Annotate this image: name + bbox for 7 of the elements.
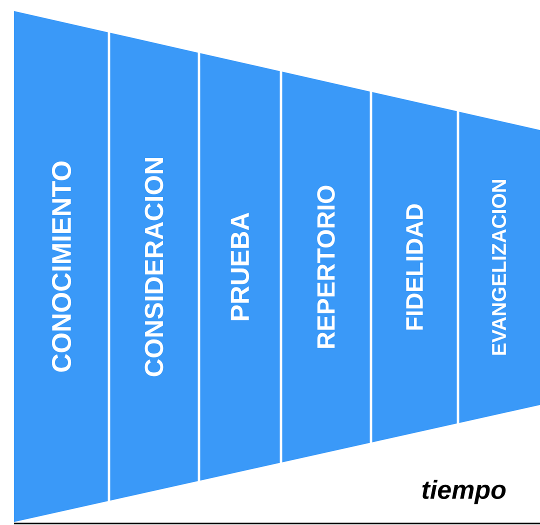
funnel-stage: PRUEBA xyxy=(200,53,280,481)
funnel-stage: EVANGELIZACION xyxy=(459,112,540,423)
funnel-stage: REPERTORIO xyxy=(282,72,370,462)
axis-label: tiempo xyxy=(422,480,506,504)
funnel-stage: FIDELIDAD xyxy=(372,92,457,442)
funnel-stage: CONSIDERACION xyxy=(110,32,198,501)
funnel-stage: CONOCIMIENTO xyxy=(14,11,108,522)
